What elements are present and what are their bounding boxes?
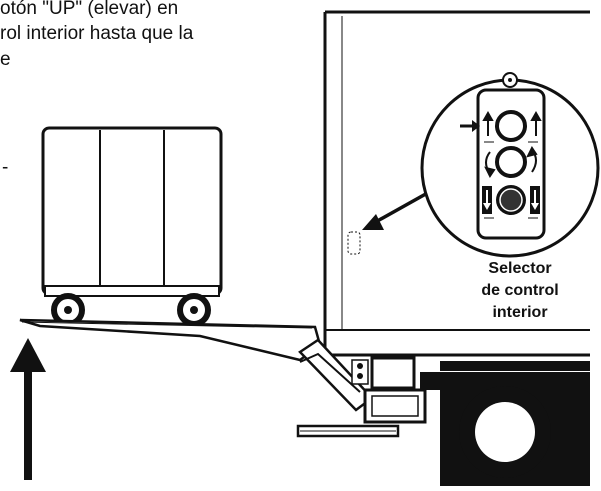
callout-line-3: interior (492, 304, 548, 321)
pointer-arrow-icon (460, 120, 480, 132)
up-arrow-icon (10, 338, 46, 480)
cart (41, 126, 223, 327)
pendant-hatching (484, 141, 538, 219)
lift-platform (19, 318, 322, 362)
control-location-marker (347, 231, 361, 255)
callout-label: Selector de control interior (445, 258, 595, 324)
instruction-line-1: otón "UP" (elevar) en (0, 0, 179, 19)
lift-mechanism (296, 338, 444, 438)
truck-body (323, 10, 590, 357)
instruction-fragment: - (2, 157, 9, 178)
down-arrow-icon (482, 186, 540, 214)
up-arrow-icon (482, 110, 542, 136)
tilt-button (495, 146, 527, 178)
up-button (495, 110, 527, 142)
rotate-icon (484, 146, 538, 178)
callout-line-2: de control (481, 282, 559, 299)
truck-tire (440, 361, 590, 486)
magnified-callout (420, 72, 600, 258)
callout-line-1: Selector (488, 260, 552, 277)
instruction-line-2: rol interior hasta que la (0, 23, 194, 44)
cart-wheel-right (177, 293, 211, 327)
instruction-line-3: e (0, 49, 11, 70)
down-button (496, 185, 526, 215)
